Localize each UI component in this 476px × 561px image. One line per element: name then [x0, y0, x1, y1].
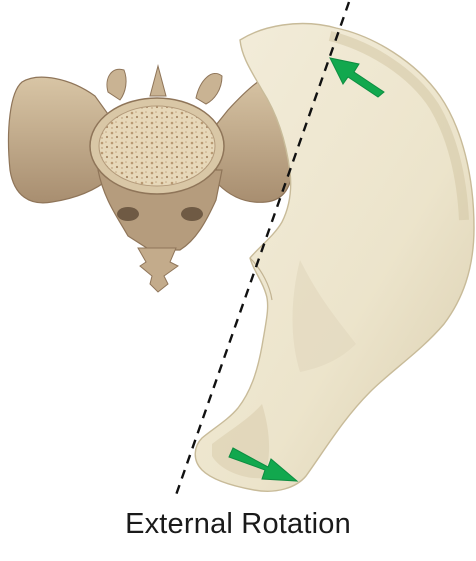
- left-articular-process: [107, 69, 126, 100]
- figure-caption: External Rotation: [0, 508, 476, 552]
- ilium: [195, 24, 474, 492]
- sacral-spine: [150, 66, 166, 96]
- hip-bone: [195, 24, 474, 492]
- right-articular-process: [196, 73, 222, 104]
- vertebral-endplate: [99, 106, 215, 186]
- coccyx: [138, 248, 178, 292]
- sacral-foramen: [117, 207, 139, 221]
- sacral-foramen: [181, 207, 203, 221]
